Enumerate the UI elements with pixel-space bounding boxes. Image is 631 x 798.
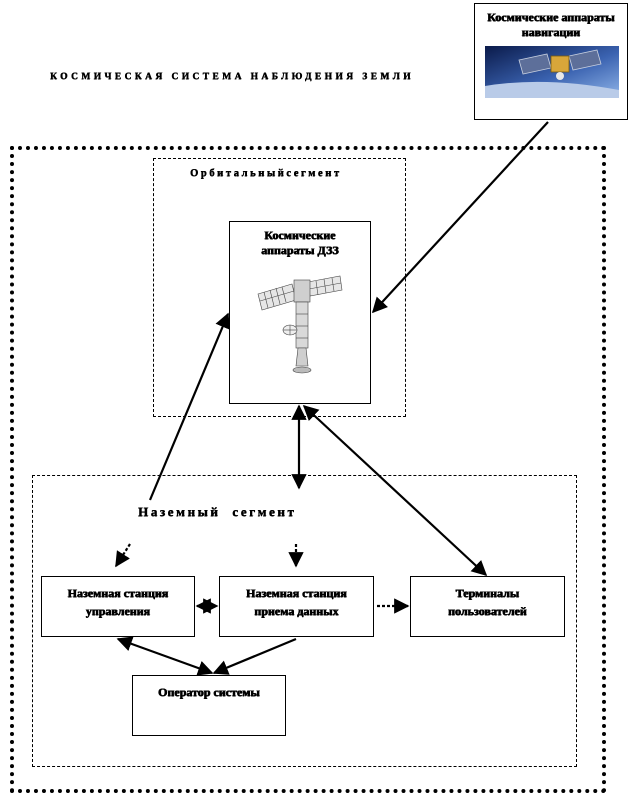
remote-sensing-satellites-box[interactable]: Космические аппараты ДЗЗ bbox=[229, 221, 371, 404]
diagram-title: КОСМИЧЕСКАЯ СИСТЕМА НАБЛЮДЕНИЯ ЗЕМЛИ bbox=[50, 72, 414, 82]
data-receiving-station-label: Наземная станция приема данных bbox=[246, 586, 347, 618]
system-boundary bbox=[10, 146, 606, 793]
navigation-satellites-box[interactable]: Космические аппараты навигации bbox=[474, 3, 628, 120]
user-terminals-label: Терминалы пользователей bbox=[448, 586, 527, 618]
navigation-satellites-label: Космические аппараты навигации bbox=[487, 10, 615, 39]
arrow-control-to-operator bbox=[116, 636, 214, 676]
data-receiving-station-box[interactable]: Наземная станция приема данных bbox=[219, 576, 374, 637]
system-operator-box[interactable]: Оператор системы bbox=[132, 675, 286, 736]
orbital-segment-box bbox=[153, 158, 406, 417]
user-terminals-box[interactable]: Терминалы пользователей bbox=[410, 576, 565, 637]
ground-control-station-box[interactable]: Наземная станция управления bbox=[41, 576, 195, 637]
ground-segment-label: Наземный сегмент bbox=[138, 504, 297, 519]
arrow-receiving-to-operator bbox=[212, 637, 297, 675]
arrow-navigation-to-satellite bbox=[371, 121, 549, 314]
ground-control-station-label: Наземная станция управления bbox=[67, 586, 169, 618]
system-operator-label: Оператор системы bbox=[158, 685, 260, 699]
arrow-satellite-user-terminals bbox=[302, 404, 488, 577]
remote-sensing-satellites-label: Космические аппараты ДЗЗ bbox=[261, 228, 339, 257]
remote-sensing-satellite-icon bbox=[250, 270, 350, 380]
orbital-segment-label: Орбитальныйсегмент bbox=[190, 168, 342, 179]
navigation-satellite-icon bbox=[485, 46, 619, 98]
arrow-ground-to-control-station bbox=[115, 543, 131, 568]
arrow-ground-to-satellite bbox=[148, 312, 230, 501]
